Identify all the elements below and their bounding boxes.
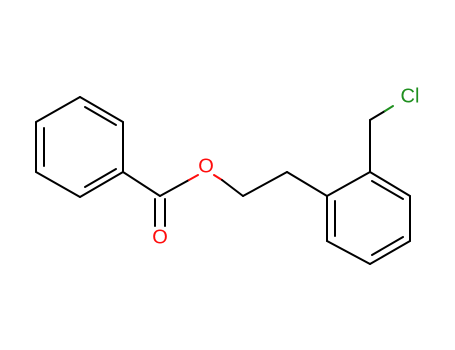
ch2-cl-bond (369, 110, 386, 121)
aromatic-bond (84, 168, 117, 188)
ring-to-carbonyl-bond (122, 171, 161, 197)
bond (35, 96, 81, 123)
aromatic-bond (371, 236, 404, 256)
bond (326, 240, 371, 265)
ch2-ch2-bond (242, 171, 288, 197)
carbonyl-c-o-bond-o (188, 174, 199, 181)
ch2-cl-bond-cl (384, 105, 394, 112)
aromatic-bond (371, 180, 404, 200)
o-ch2-bond-o (213, 174, 223, 181)
bond (79, 96, 124, 123)
chloromethylphenyl-ring (326, 171, 411, 265)
bond (369, 171, 411, 197)
bond (326, 171, 371, 197)
benzoyl-ring (35, 96, 124, 198)
chlorine-label: Cl (401, 85, 420, 107)
ch2-ring-bond (286, 171, 328, 197)
bond (369, 240, 411, 265)
aromatic-bond (84, 106, 117, 126)
carbonyl-c-o-bond (159, 179, 190, 197)
bond (79, 171, 124, 198)
bond (35, 171, 81, 198)
carbonyl-oxygen-label: O (152, 226, 168, 248)
o-ch2-bond (221, 179, 244, 197)
ester-oxygen-label: O (198, 155, 214, 177)
